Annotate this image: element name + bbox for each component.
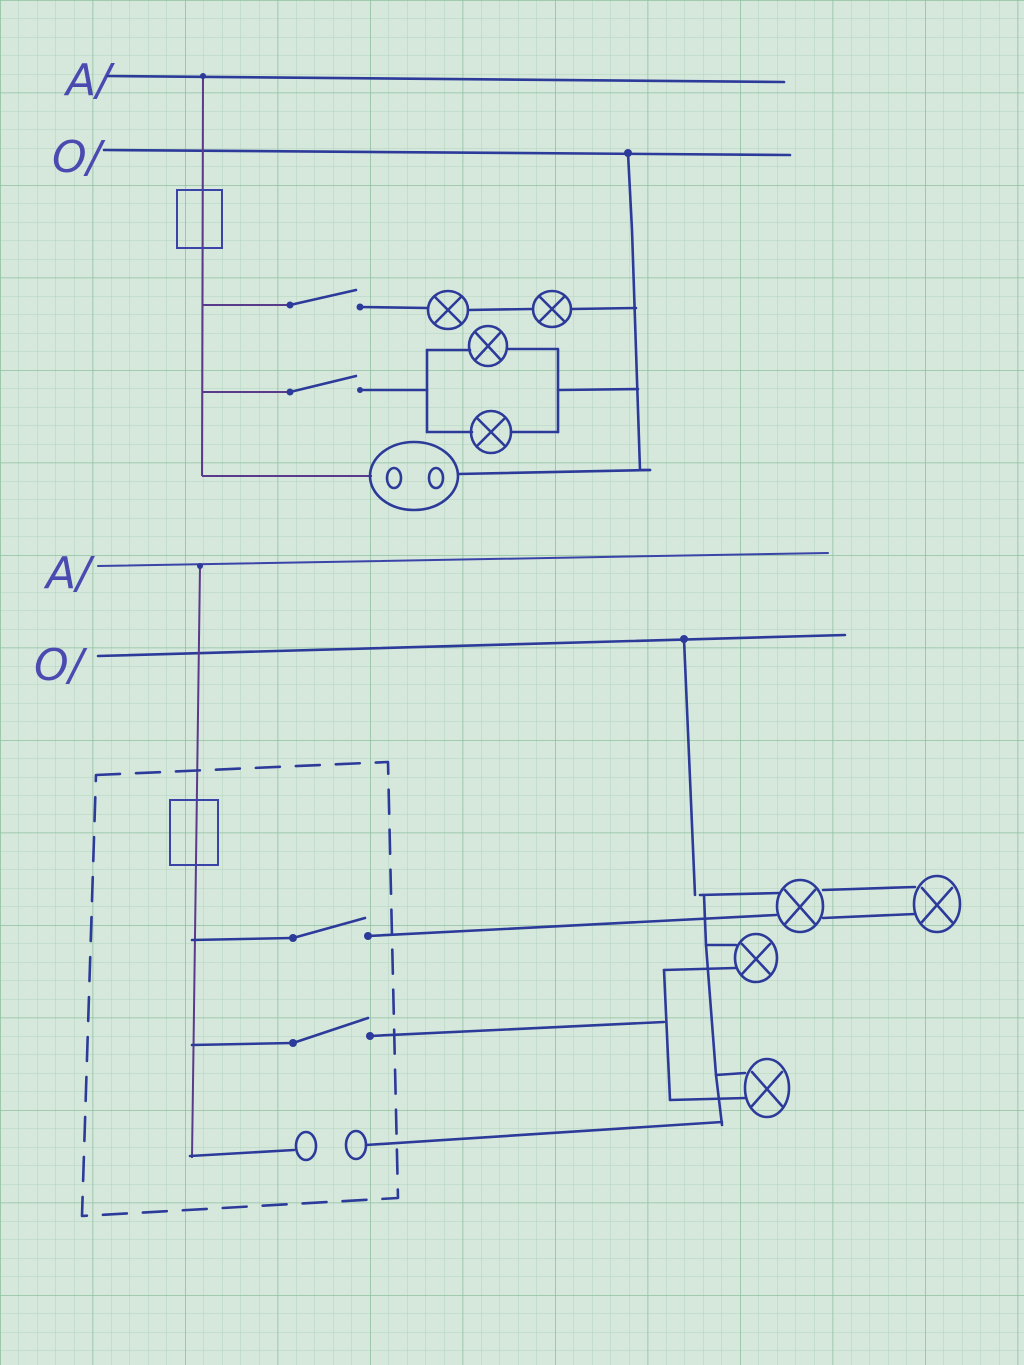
top-diagram: A/ O/ (52, 55, 792, 512)
top-phase-bus (106, 74, 786, 84)
lamp-icon (733, 932, 779, 984)
bottom-neutral-junction (680, 635, 688, 643)
bottom-phase-drop (191, 565, 201, 1159)
top-phase-drop (201, 75, 204, 477)
top-phase-junction (200, 73, 206, 79)
top-row1-wire (358, 305, 430, 310)
top-row1-mid (466, 307, 534, 312)
bottom-phase-label: A/ (43, 548, 95, 599)
bottom-series-top (821, 885, 917, 892)
socket-icon (368, 440, 460, 512)
bottom-neutral-trunk (682, 637, 697, 897)
bottom-row1-feed (190, 936, 294, 942)
top-neutral-bus (102, 148, 792, 157)
switch-icon (286, 374, 363, 396)
switch-icon (289, 916, 372, 942)
bottom-series-bottom (821, 912, 917, 920)
bottom-neutral-label: O/ (34, 640, 88, 691)
enclosure-box (80, 760, 400, 1218)
bottom-phase-junction (197, 563, 203, 569)
bottom-row2-up (662, 966, 737, 972)
lamp-icon (775, 878, 825, 934)
bottom-neutral-bus (96, 633, 847, 658)
bottom-row3-return (714, 1073, 724, 1127)
bottom-row2-feed (190, 1041, 294, 1047)
switch-icon (289, 1016, 374, 1047)
bottom-row2-split (662, 968, 672, 1102)
lamp-icon (912, 874, 962, 934)
top-phase-label: A/ (63, 55, 115, 106)
top-neutral-label: O/ (52, 132, 106, 183)
top-row1-out (569, 306, 638, 311)
top-row2-return (556, 387, 640, 392)
bottom-neutral-branch-1 (698, 891, 782, 897)
bottom-row3-feed (188, 1148, 296, 1158)
fuse-icon (169, 799, 219, 866)
top-neutral-junction (624, 149, 632, 157)
lamp-icon (743, 1057, 791, 1119)
bottom-row1-wire (366, 913, 778, 938)
top-row3-out (456, 468, 652, 476)
top-parallel-top-out (505, 347, 560, 434)
lamp-icon (467, 324, 509, 368)
bottom-phase-bus (97, 552, 829, 567)
bottom-row2-down (668, 1096, 748, 1102)
bottom-diagram: A/ O/ (34, 548, 962, 1218)
bottom-row3-out (364, 1120, 724, 1147)
bottom-row2-wire (368, 1020, 666, 1038)
fuse-icon (176, 189, 223, 249)
